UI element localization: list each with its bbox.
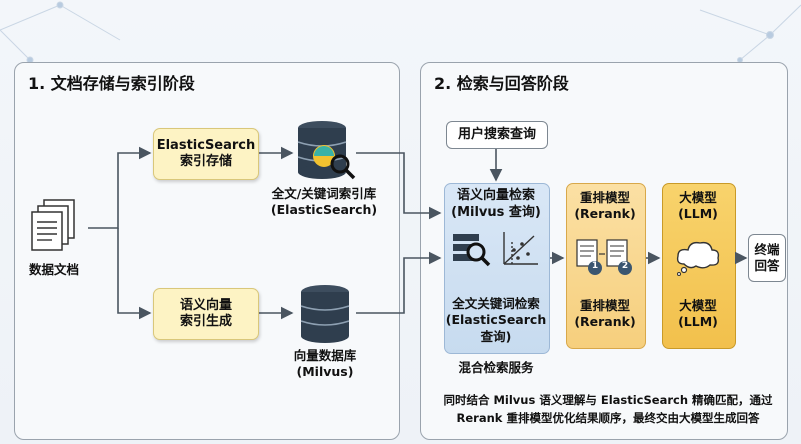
panel-indexing-title: 1. 文档存储与索引阶段 — [28, 74, 195, 93]
vector-index-gen-box: 语义向量 索引生成 — [153, 288, 259, 340]
rerank-badge-2: 2 — [621, 261, 629, 271]
footnote-line-1: 同时结合 Milvus 语义理解与 ElasticSearch 精确匹配，通过 — [443, 393, 773, 407]
rerank-bottom-label: 重排模型 (Rerank) — [574, 298, 636, 330]
footnote-line-2: Rerank 重排模型优化结果顺序，最终交由大模型生成回答 — [456, 411, 760, 425]
final-answer-box: 终端 回答 — [748, 234, 786, 282]
panel-retrieval-title: 2. 检索与回答阶段 — [434, 74, 569, 93]
thought-cloud-icon — [676, 241, 720, 276]
search-server-icon — [453, 234, 491, 267]
semantic-search-label: 语义向量检索 (Milvus 查询) — [451, 188, 541, 220]
milvus-database-icon — [300, 285, 350, 343]
vector-scatter-icon — [503, 232, 538, 265]
source-document-label: 数据文档 — [28, 262, 79, 277]
keyword-search-label: 全文关键词检索 (ElasticSearch 查询) — [445, 296, 547, 344]
rerank-top-label: 重排模型 (Rerank) — [574, 190, 636, 222]
llm-top-label: 大模型 (LLM) — [678, 190, 718, 222]
rerank-badge-1: 1 — [591, 261, 599, 271]
vector-db-label: 向量数据库 (Milvus) — [293, 348, 357, 380]
elasticsearch-database-icon — [297, 121, 356, 180]
hybrid-search-column — [444, 183, 550, 354]
es-index-store-box: ElasticSearch 索引存储 — [153, 128, 259, 180]
document-stack-icon — [31, 199, 75, 251]
fulltext-db-label: 全文/关键词索引库 (ElasticSearch) — [270, 186, 378, 218]
rerank-documents-icon — [576, 239, 632, 275]
hybrid-search-service-label: 混合检索服务 — [458, 360, 534, 375]
llm-bottom-label: 大模型 (LLM) — [678, 298, 718, 330]
user-query-box: 用户搜索查询 — [446, 121, 548, 149]
